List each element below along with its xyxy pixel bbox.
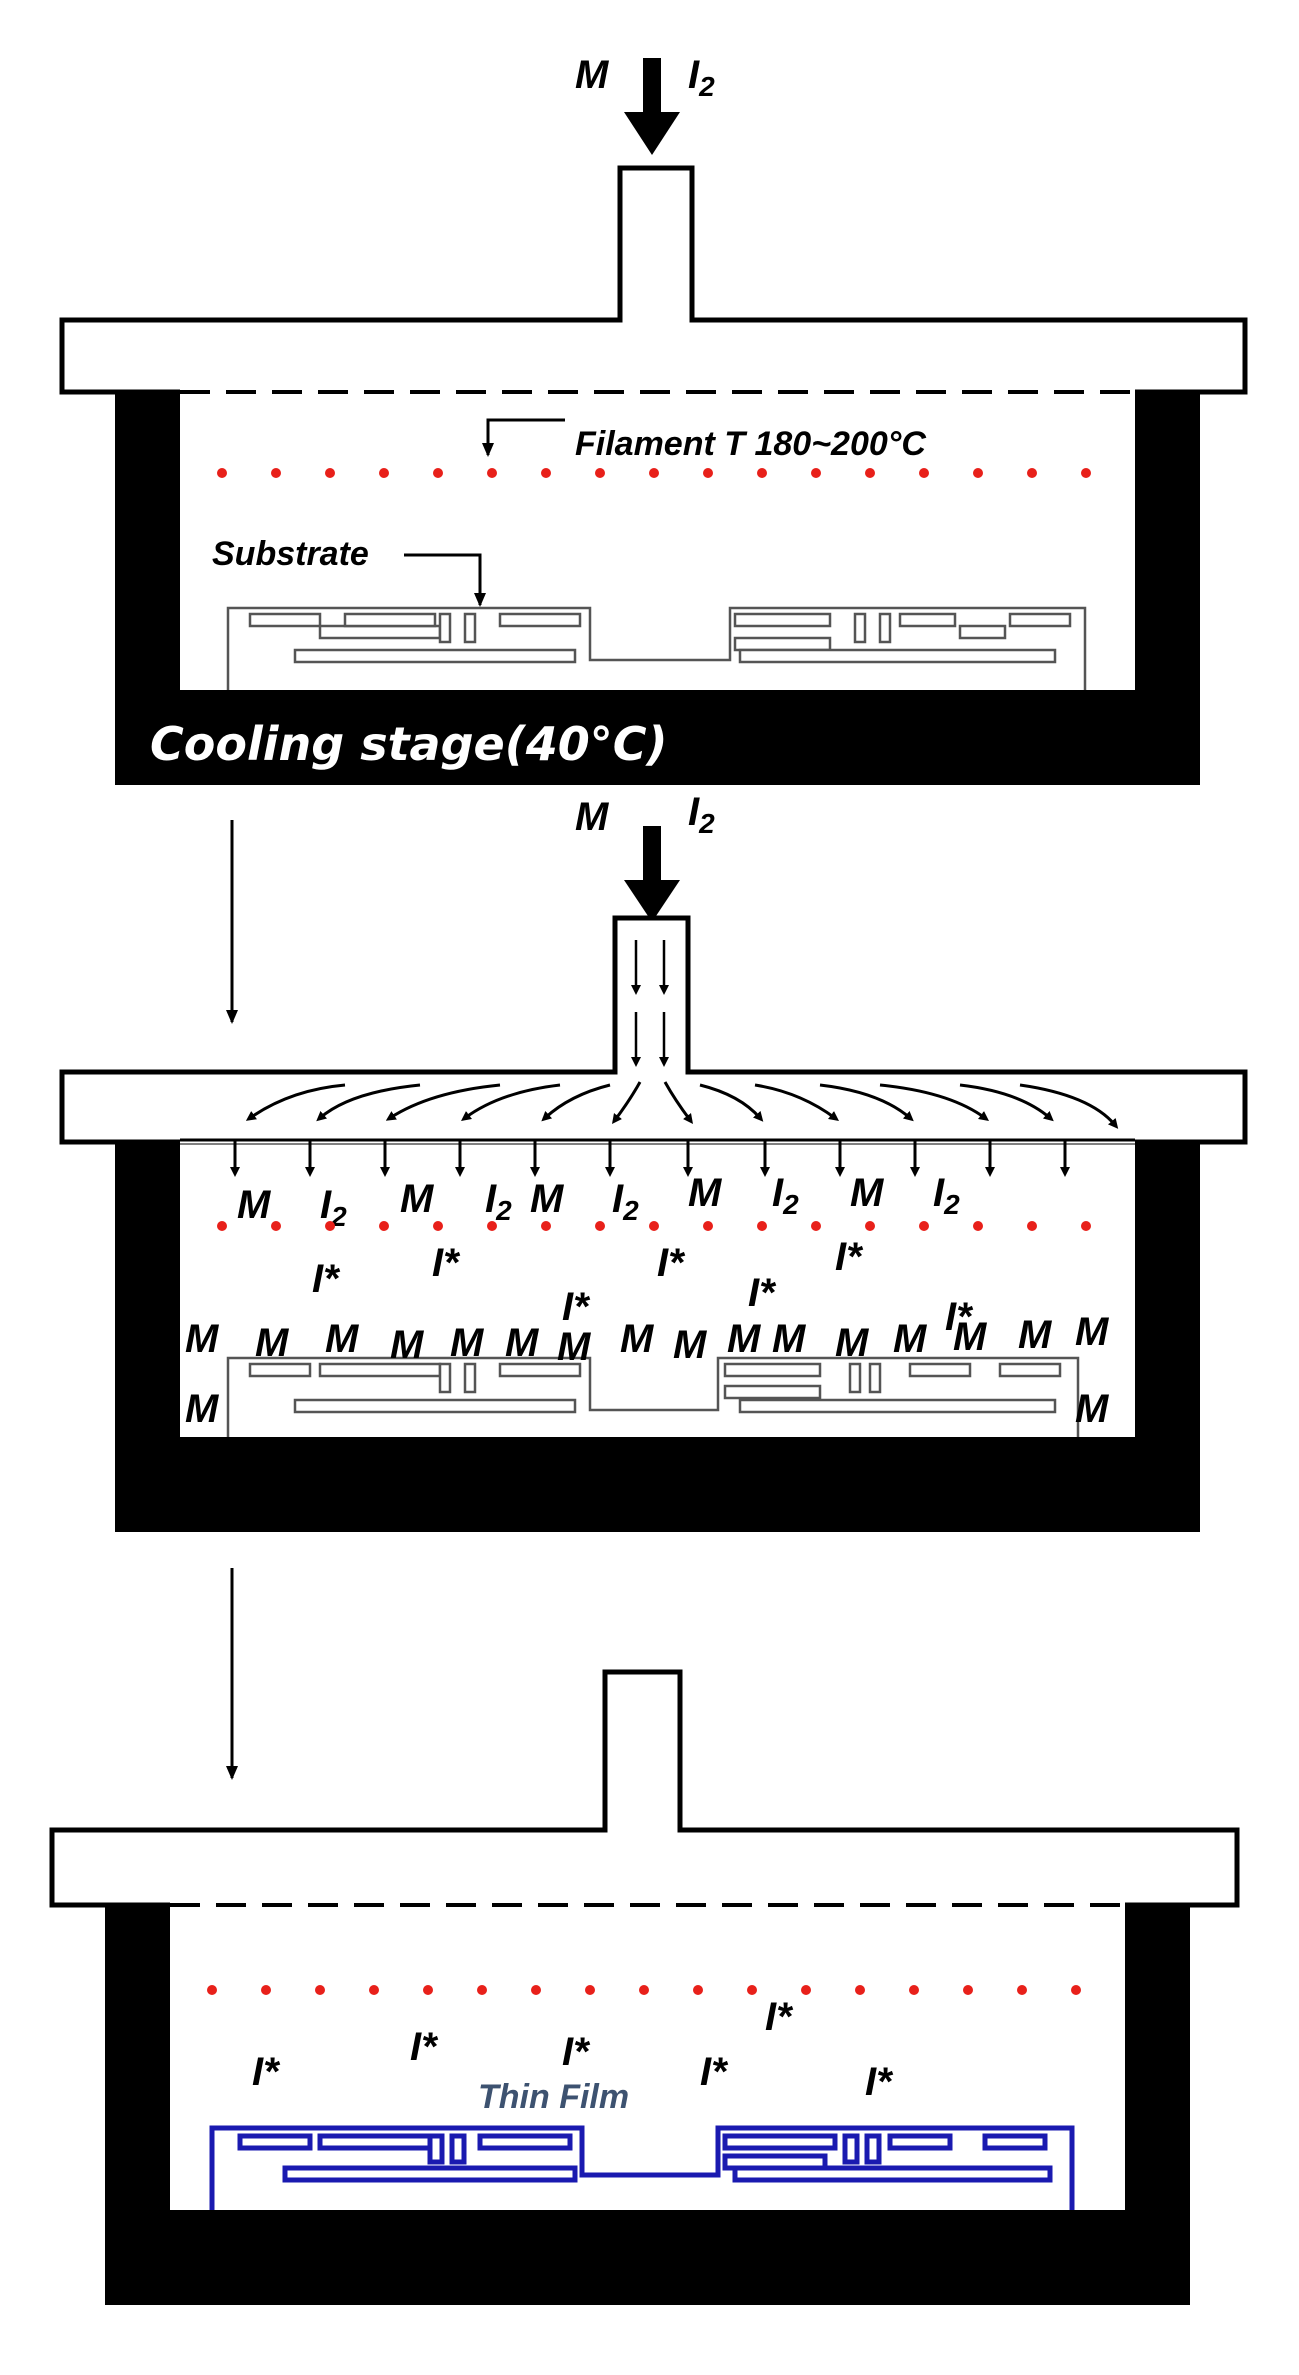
substrate-callout: [404, 553, 486, 607]
filament-row: [217, 468, 1091, 478]
svg-text:I2: I2: [688, 790, 715, 839]
monomer: M: [185, 1317, 220, 1361]
radical: I*: [657, 1241, 686, 1285]
substrate: [226, 606, 1087, 690]
radical: I*: [748, 1271, 777, 1315]
radicals-3: I* I* I* I* I* I*: [252, 1995, 894, 2104]
monomer: M: [505, 1321, 540, 1365]
monomer: M: [1018, 1313, 1053, 1357]
svg-text:I2: I2: [688, 53, 715, 102]
cooling-stage: [115, 690, 1200, 785]
inlet-arrow: [624, 58, 680, 155]
species-2: M: [400, 1177, 435, 1221]
radical: I*: [410, 2025, 439, 2069]
monomers-2: M M M M M M M M M M M M M M M M M M: [185, 1310, 1110, 1431]
filament-row-3: [207, 1985, 1081, 1995]
panel-3: I* I* I* I* I* I* Thin Film: [49, 1669, 1240, 2305]
monomer: M: [450, 1321, 485, 1365]
monomer: M: [772, 1317, 807, 1361]
tube-flow-arrows: [631, 940, 669, 1067]
coated-substrate: [209, 2125, 1075, 2210]
inlet-m-label: M: [575, 53, 610, 97]
panel-2: M I2: [59, 790, 1248, 1532]
thin-film-label: Thin Film: [478, 2078, 629, 2116]
filament-callout: [482, 418, 565, 457]
cooling-stage-3: [105, 2210, 1190, 2305]
distribution-arrows: [245, 1081, 1119, 1129]
radical: I*: [562, 2030, 591, 2074]
species-9: I2: [933, 1171, 960, 1220]
panel-1: M I2 Cooling stage(40°C) Filament T 180~…: [59, 53, 1248, 785]
monomer: M: [727, 1317, 762, 1361]
chamber-lid-3: [49, 1669, 1240, 1909]
radical: I*: [700, 2050, 729, 2094]
monomer: M: [835, 1321, 870, 1365]
inlet-i-sub: 2: [698, 71, 715, 102]
monomer: M: [185, 1387, 220, 1431]
inlet-i-label-2: I: [688, 790, 700, 834]
species-4: M: [530, 1177, 565, 1221]
species-0: M: [237, 1183, 272, 1227]
radicals-2: I* I* I* I* I* I* I*: [312, 1235, 974, 1339]
radical: I*: [562, 1285, 591, 1329]
cooling-stage-label: Cooling stage(40°C): [150, 717, 668, 771]
monomer: M: [620, 1317, 655, 1361]
cooling-stage-2: [115, 1437, 1200, 1532]
radical: I*: [252, 2050, 281, 2094]
inlet-m-label-2: M: [575, 795, 610, 839]
monomer: M: [557, 1325, 592, 1369]
substrate-label: Substrate: [212, 535, 369, 573]
chamber-lid-2: [59, 915, 1248, 1145]
monomer: M: [1075, 1387, 1110, 1431]
radical: I*: [835, 1235, 864, 1279]
species-7: I2: [772, 1171, 799, 1220]
monomer: M: [953, 1315, 988, 1359]
species-5: I2: [612, 1177, 639, 1226]
species-row: M I2 M I2 M I2 M I2 M I2: [237, 1171, 960, 1232]
radical: I*: [945, 1295, 974, 1339]
monomer: M: [325, 1317, 360, 1361]
inlet-i-sub-2: 2: [698, 808, 715, 839]
chamber-lid: [59, 165, 1248, 396]
monomer: M: [893, 1317, 928, 1361]
monomer: M: [255, 1321, 290, 1365]
species-6: M: [688, 1171, 723, 1215]
inlet-arrow-2: [624, 826, 680, 922]
monomer: M: [1075, 1310, 1110, 1354]
monomer: M: [673, 1323, 708, 1367]
radical: I*: [432, 1241, 461, 1285]
substrate-2: [226, 1356, 1080, 1437]
radical: I*: [765, 1995, 794, 2039]
species-8: M: [850, 1171, 885, 1215]
species-3: I2: [485, 1177, 512, 1226]
radical: I*: [865, 2060, 894, 2104]
showerhead: [180, 1136, 1135, 1177]
filament-label: Filament T 180~200°C: [575, 425, 926, 463]
radical: I*: [312, 1257, 341, 1301]
monomer: M: [390, 1323, 425, 1367]
inlet-i-label: I: [688, 53, 700, 97]
filament-row-2: [217, 1221, 1091, 1231]
